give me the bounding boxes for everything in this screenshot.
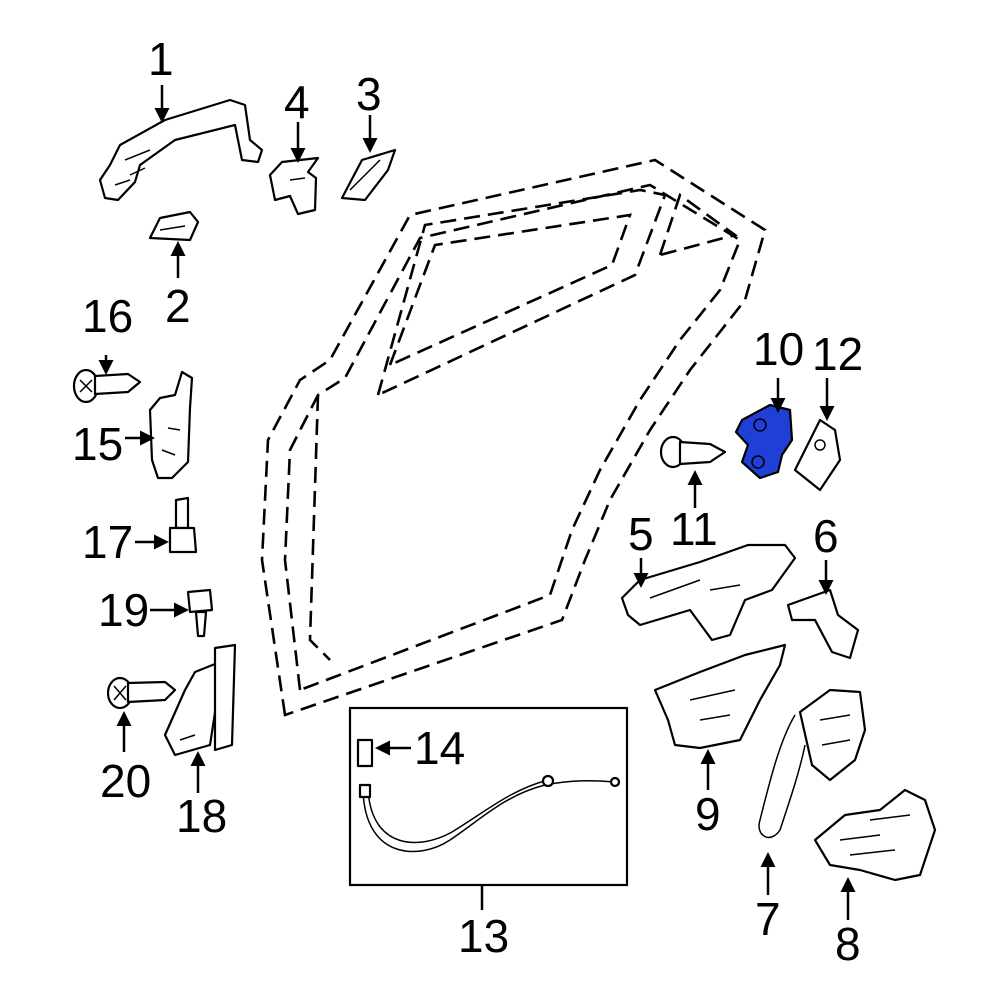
- callout-20: 20: [100, 755, 151, 807]
- callout-1: 1: [148, 33, 174, 85]
- lock-actuator-part-7: [758, 688, 867, 839]
- door-outline: [260, 158, 767, 717]
- handle-cap-part-2: [148, 210, 200, 242]
- callout-9: 9: [695, 788, 721, 840]
- check-strap-part-18: [163, 643, 237, 757]
- callout-6: 6: [813, 510, 839, 562]
- callout-8: 8: [835, 918, 861, 970]
- callout-labels: 1 2 3 4 5 6 7 8 9 10 11 12 13 14 15 16 1…: [72, 33, 863, 970]
- callout-7: 7: [755, 893, 781, 945]
- cable-box-part-13: [348, 706, 629, 887]
- callout-2: 2: [165, 280, 191, 332]
- callout-14: 14: [414, 722, 465, 774]
- hinge-part-15: [148, 370, 194, 480]
- shim-part-12: [793, 418, 842, 492]
- callout-5: 5: [628, 508, 654, 560]
- callout-10: 10: [753, 323, 804, 375]
- callout-11: 11: [670, 503, 718, 555]
- bolt-part-19: [186, 588, 214, 638]
- bracket-part-6: [786, 588, 860, 660]
- inner-handle-part-9: [653, 643, 787, 750]
- callout-12: 12: [812, 328, 863, 380]
- bolt-part-17: [168, 496, 198, 554]
- callout-16: 16: [82, 290, 133, 342]
- callout-4: 4: [284, 76, 310, 128]
- callout-18: 18: [176, 790, 227, 842]
- screw-part-16: [72, 368, 142, 404]
- callout-13: 13: [458, 910, 509, 962]
- bezel-part-4: [268, 156, 320, 216]
- striker-part-10-highlighted: [734, 403, 794, 480]
- latch-assembly-part-8: [813, 788, 937, 882]
- screw-part-20: [106, 676, 177, 710]
- callout-arrows: [98, 85, 856, 920]
- screw-part-11: [659, 435, 727, 469]
- seal-part-3: [340, 148, 397, 202]
- callout-3: 3: [356, 68, 382, 120]
- callout-15: 15: [72, 418, 123, 470]
- callout-19: 19: [98, 584, 149, 636]
- handle-frame-part-5: [620, 543, 797, 642]
- callout-17: 17: [82, 516, 133, 568]
- outside-handle-part-1: [98, 98, 264, 202]
